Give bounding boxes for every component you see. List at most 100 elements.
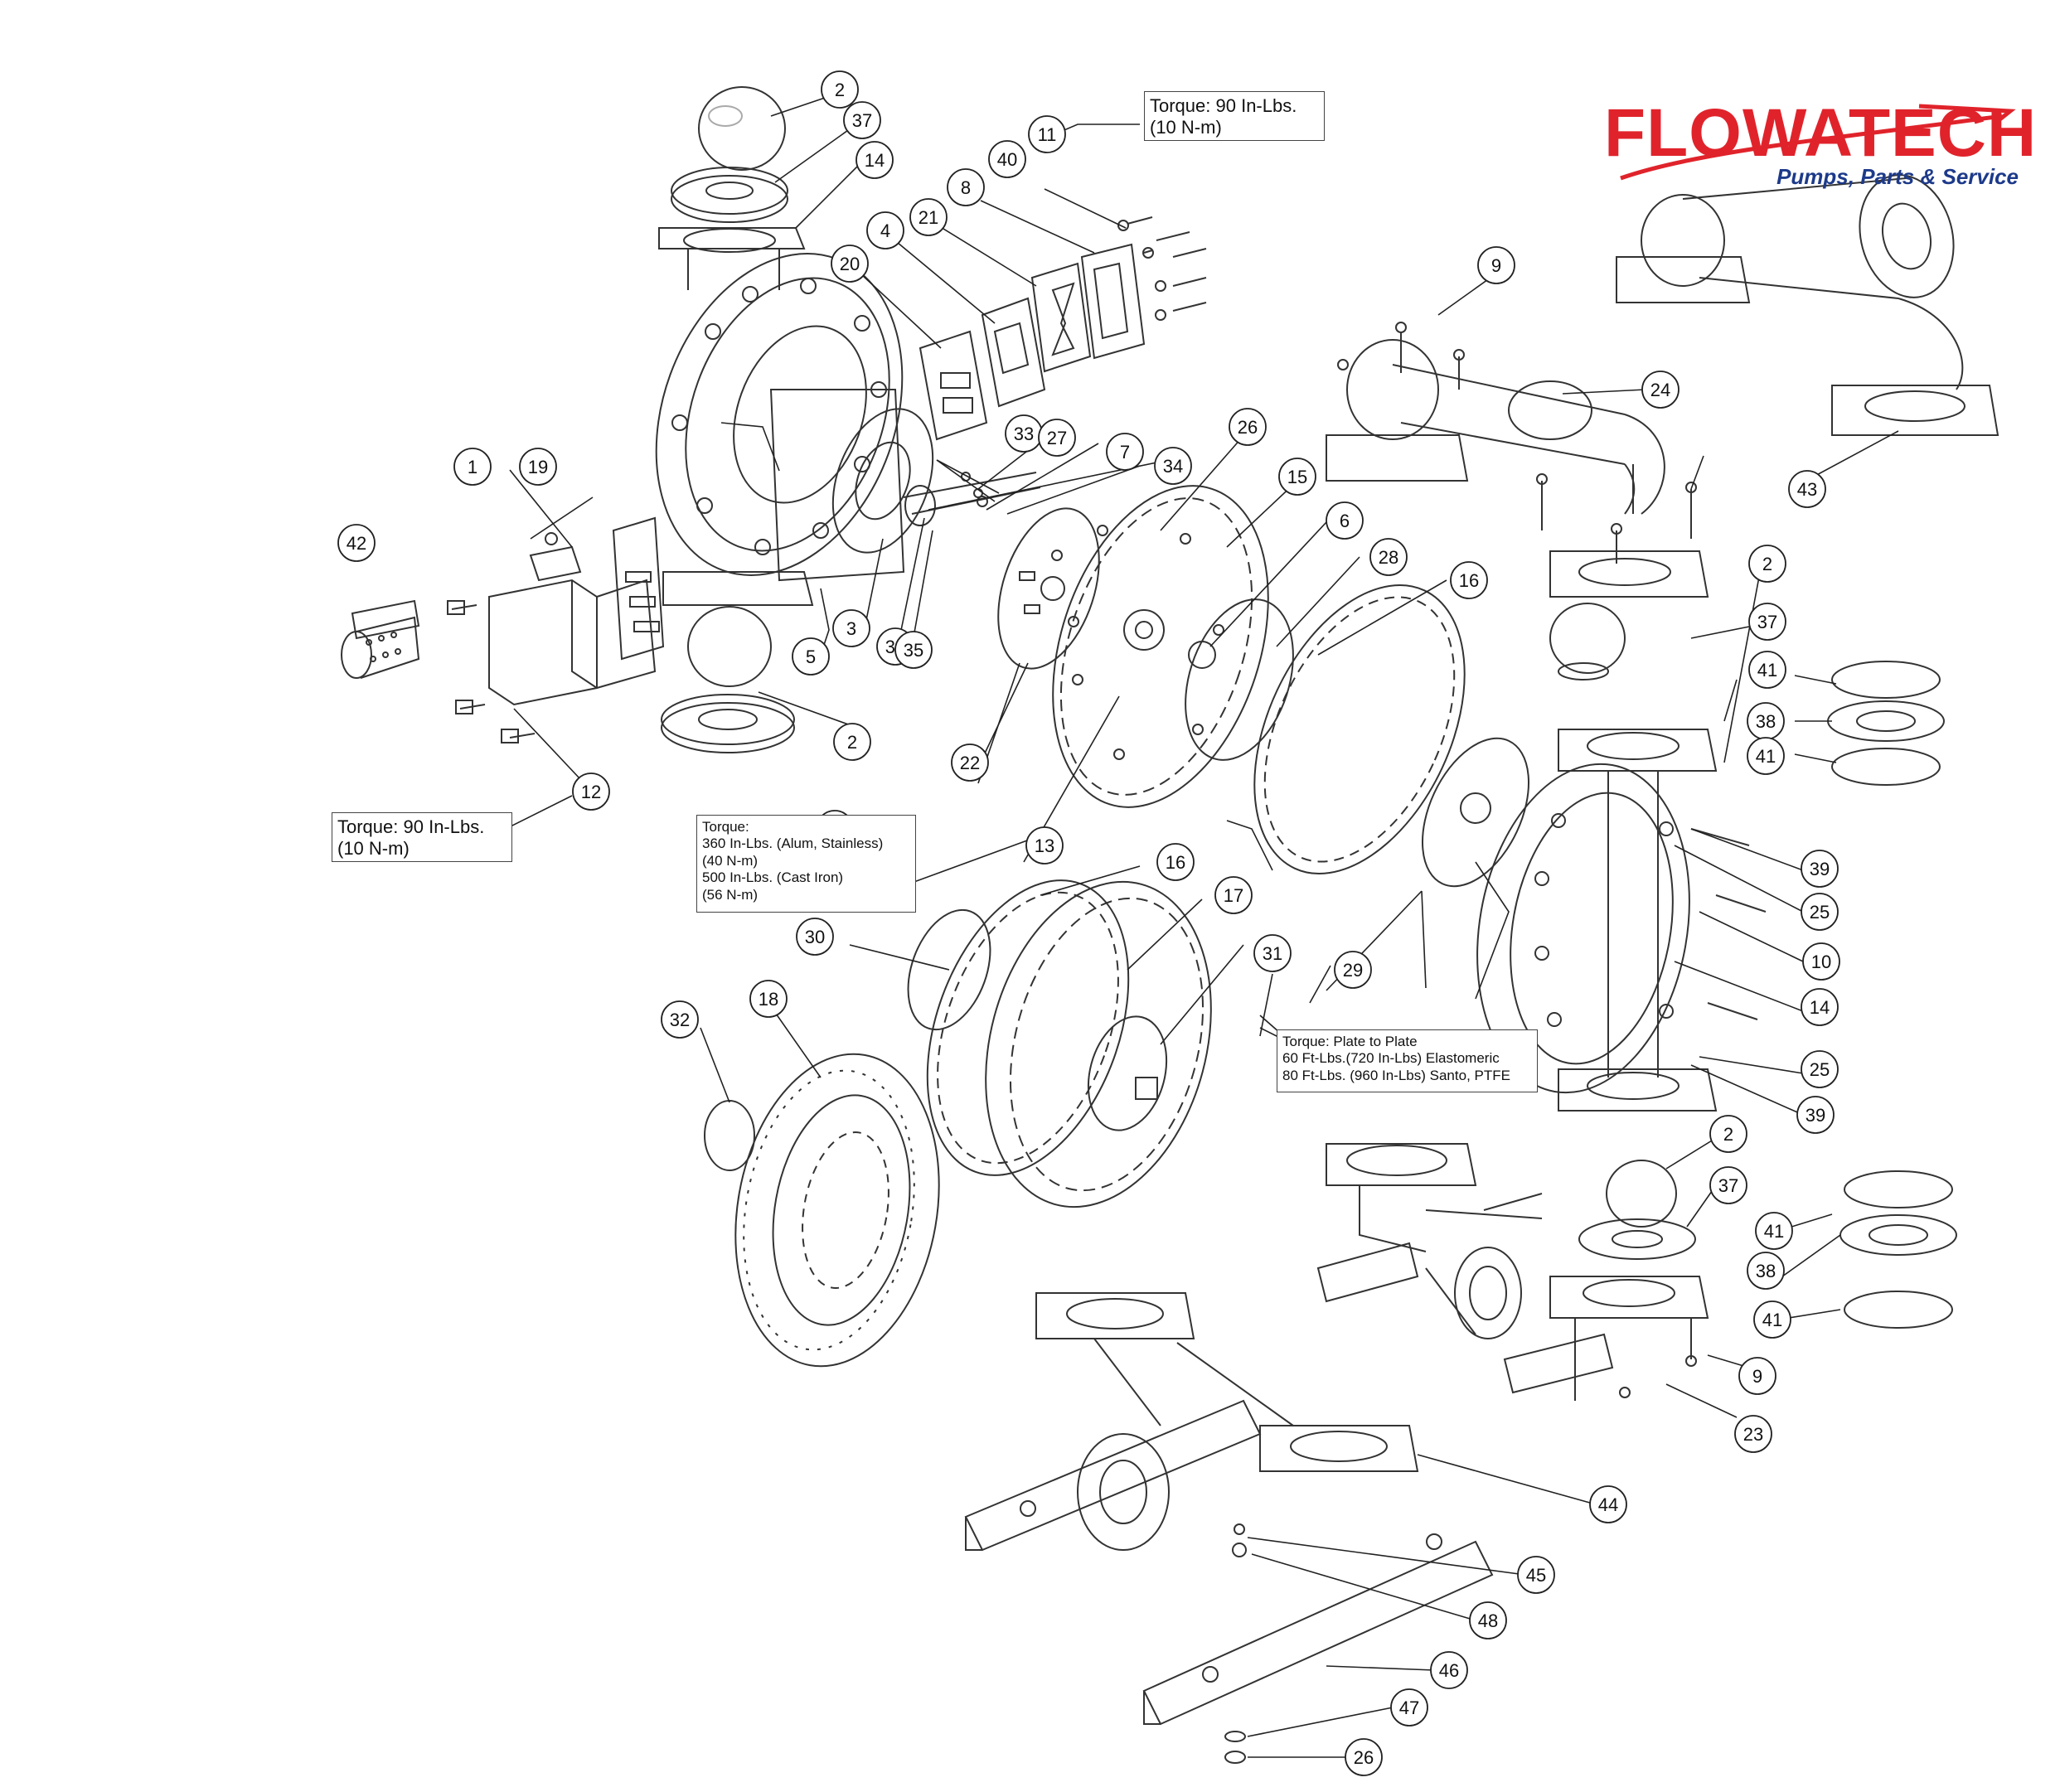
callout-24: 24	[1641, 371, 1680, 409]
callout-circle	[796, 918, 834, 956]
callout-41: 41	[1753, 1300, 1791, 1339]
callout-number: 5	[806, 647, 816, 667]
callout-42: 42	[337, 524, 376, 562]
callout-number: 20	[840, 254, 860, 274]
callout-number: 43	[1797, 479, 1817, 500]
logo-wordmark: FLOWATECH	[1604, 95, 2038, 171]
callout-circle	[1738, 1357, 1776, 1395]
callout-37: 37	[1709, 1166, 1747, 1204]
torque-note-left: Torque: 90 In-Lbs. (10 N-m)	[332, 812, 512, 862]
callout-circle	[519, 448, 557, 486]
callout-14: 14	[1801, 988, 1839, 1026]
callout-number: 39	[1810, 859, 1830, 879]
callout-13: 13	[1025, 826, 1064, 865]
callout-circle	[1517, 1556, 1555, 1594]
hardware-47-26	[1224, 1523, 1247, 1764]
callout-number: 48	[1478, 1610, 1498, 1631]
callout-44: 44	[1589, 1485, 1627, 1523]
torque-note-plate-line1: Torque: Plate to Plate	[1282, 1034, 1418, 1049]
callout-43: 43	[1788, 470, 1826, 508]
callout-circle	[1450, 561, 1488, 599]
callout-41: 41	[1747, 737, 1785, 775]
callout-circle	[1156, 843, 1195, 881]
callout-37: 37	[843, 101, 881, 139]
callout-number: 9	[1491, 255, 1501, 276]
callout-46: 46	[1430, 1651, 1468, 1689]
callout-45: 45	[1517, 1556, 1555, 1594]
callout-number: 2	[847, 732, 857, 753]
callout-25: 25	[1801, 1050, 1839, 1088]
callout-circle	[1748, 603, 1786, 641]
callout-47: 47	[1390, 1688, 1428, 1727]
callout-circle	[1253, 934, 1292, 972]
callout-number: 46	[1439, 1660, 1459, 1681]
callout-28: 28	[1369, 538, 1408, 576]
lower-right-manifold	[1503, 1160, 1709, 1401]
callout-number: 41	[1756, 746, 1776, 767]
callout-circle	[1430, 1651, 1468, 1689]
callout-6: 6	[1326, 501, 1364, 540]
callout-number: 15	[1287, 467, 1307, 487]
outer-chamber-17	[985, 880, 1212, 1208]
callout-number: 12	[581, 782, 601, 802]
callout-circle	[1801, 988, 1839, 1026]
seals-right-upper	[1827, 661, 1945, 786]
callout-2: 2	[1709, 1115, 1747, 1153]
callout-circle	[453, 448, 492, 486]
callout-number: 25	[1810, 902, 1830, 923]
callout-9: 9	[1477, 246, 1515, 284]
callout-circle	[792, 637, 830, 676]
cover-18	[734, 1053, 940, 1368]
callout-number: 18	[759, 989, 778, 1010]
callout-number: 44	[1598, 1494, 1618, 1515]
callout-circle	[1469, 1601, 1507, 1639]
callout-38: 38	[1747, 702, 1785, 740]
callout-circle	[1801, 893, 1839, 931]
callout-34: 34	[1154, 447, 1192, 485]
callout-number: 21	[919, 207, 938, 228]
callout-9: 9	[1738, 1357, 1776, 1395]
callout-circle	[843, 101, 881, 139]
callout-number: 16	[1459, 570, 1479, 591]
callout-circle	[831, 245, 869, 283]
left-chamber-body	[655, 253, 934, 753]
callout-23: 23	[1734, 1415, 1772, 1453]
callout-circle	[661, 1000, 699, 1039]
shaft	[903, 472, 1041, 526]
base-manifold-44	[1035, 1292, 1419, 1551]
callout-circle	[821, 70, 859, 109]
callout-circle	[1753, 1300, 1791, 1339]
callout-number: 22	[960, 753, 980, 773]
callout-circle	[856, 141, 894, 179]
callout-19: 19	[519, 448, 557, 486]
torque-note-center: Torque: 360 In-Lbs. (Alum, Stainless) (4…	[696, 815, 916, 913]
callout-circle	[1709, 1115, 1747, 1153]
callout-number: 34	[1163, 456, 1183, 477]
callout-circle	[951, 743, 989, 782]
callout-18: 18	[749, 980, 788, 1018]
callout-37: 37	[1748, 603, 1786, 641]
callout-circle	[866, 211, 904, 249]
callout-26: 26	[1345, 1738, 1383, 1776]
callout-29: 29	[1334, 951, 1372, 989]
torque-note-center-line2: 360 In-Lbs. (Alum, Stainless)	[702, 835, 884, 852]
callout-number: 45	[1526, 1565, 1546, 1586]
callout-circle	[1028, 115, 1066, 153]
callout-circle	[1025, 826, 1064, 865]
callout-number: 40	[997, 149, 1017, 170]
callout-20: 20	[831, 245, 869, 283]
callout-number: 25	[1810, 1059, 1830, 1080]
callout-8: 8	[947, 168, 985, 206]
callout-number: 14	[1810, 997, 1830, 1018]
callout-5: 5	[792, 637, 830, 676]
callout-2: 2	[1748, 545, 1786, 583]
callout-circle	[1154, 447, 1192, 485]
air-valve-assembly	[341, 516, 665, 743]
callout-3: 3	[832, 609, 870, 647]
callout-26: 26	[1229, 408, 1267, 446]
callout-circle	[337, 524, 376, 562]
callout-circle	[1278, 458, 1316, 496]
callout-number: 17	[1224, 885, 1243, 906]
